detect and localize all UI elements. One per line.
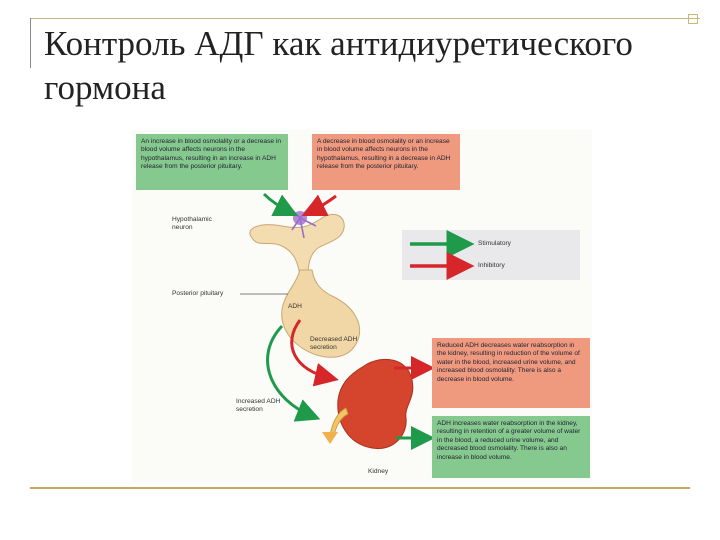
title-top-rule — [30, 18, 700, 19]
increased-adh-label: Increased ADH secretion — [236, 398, 281, 413]
decrease-osmolality-box: A decrease in blood osmolality or an inc… — [312, 134, 460, 190]
title-accent-line — [30, 18, 31, 68]
title-corner-mark — [688, 14, 698, 24]
reduced-adh-box: Reduced ADH decreases water reabsorption… — [432, 338, 590, 408]
stimulatory-arrow-top — [262, 192, 299, 217]
legend-arrows — [410, 230, 475, 280]
diagram-artwork — [240, 192, 435, 450]
legend-inhibitory-label: Inhibitory — [478, 262, 505, 269]
slide-title: Контроль АДГ как антидиуретического горм… — [44, 24, 633, 107]
inhibitory-arrow-top — [301, 194, 337, 217]
legend-stimulatory-label: Stimulatory — [478, 240, 511, 247]
increase-osmolality-box: An increase in blood osmolality or a dec… — [136, 134, 288, 190]
legend-panel: Stimulatory Inhibitory — [402, 230, 580, 280]
posterior-pituitary-shape — [281, 269, 361, 358]
kidney-label: Kidney — [368, 468, 389, 475]
posterior-pituitary-label: Posterior pituitary — [172, 290, 224, 297]
inhibitory-arrow-down — [290, 319, 339, 387]
hypothalamus-shape — [249, 213, 345, 277]
kidney-shape — [337, 358, 414, 450]
hypothalamic-neuron-label: Hypothalamic neuron — [172, 216, 212, 231]
decreased-adh-label: Decreased ADH secretion — [310, 336, 358, 351]
adh-label: ADH — [288, 303, 302, 310]
stimulatory-arrow-down — [266, 324, 321, 422]
adh-increases-box: ADH increases water reabsorption in the … — [432, 416, 590, 478]
adh-control-diagram: An increase in blood osmolality or a dec… — [132, 130, 592, 482]
footer-rule — [30, 487, 690, 489]
